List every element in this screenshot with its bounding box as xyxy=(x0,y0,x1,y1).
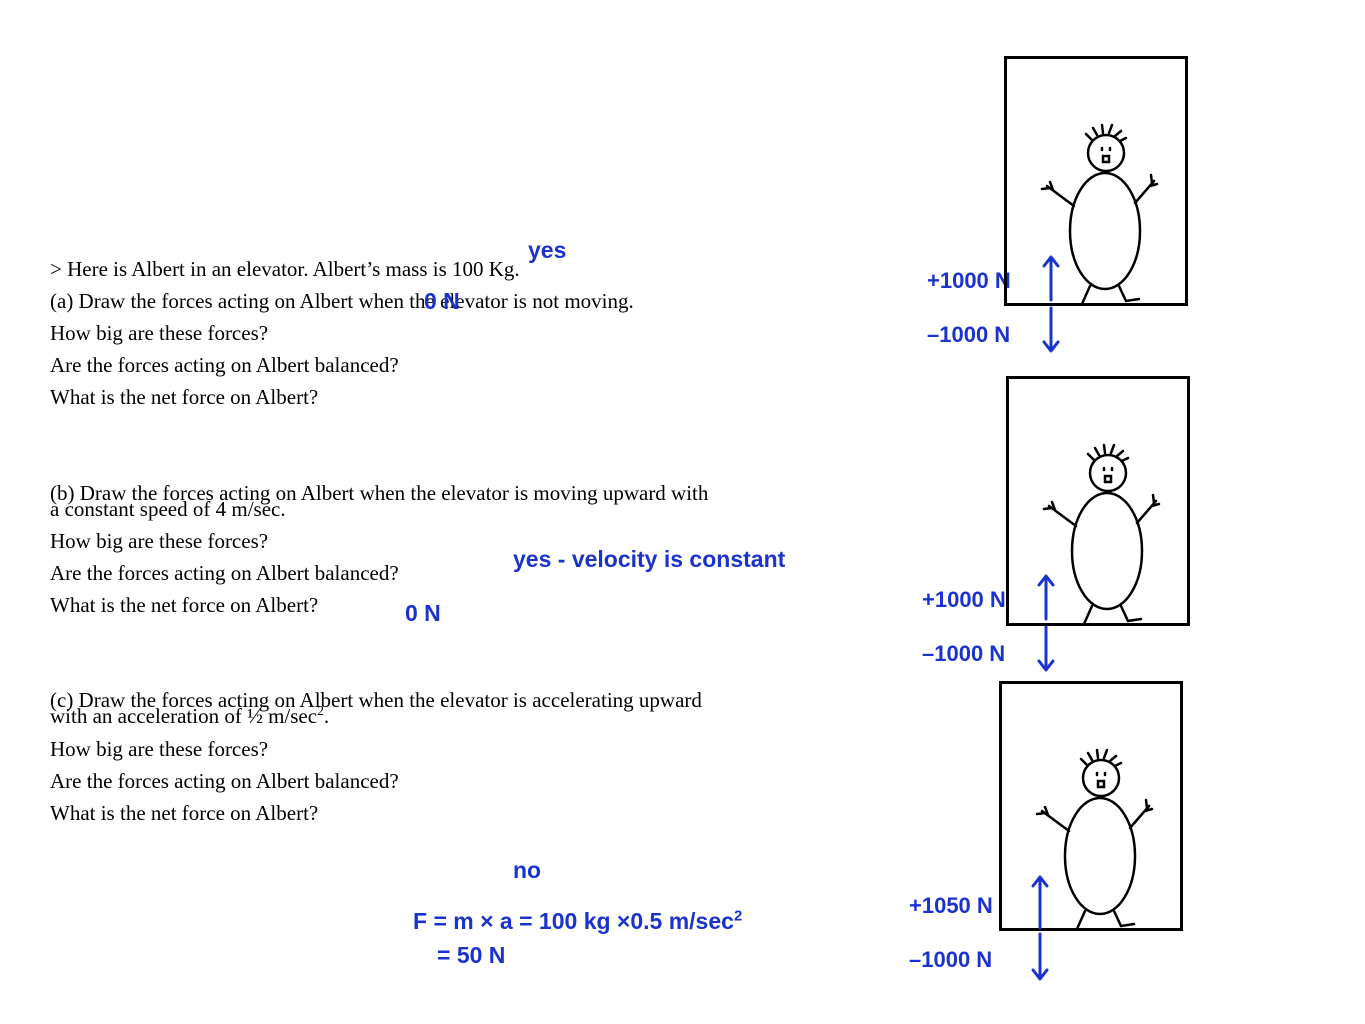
diagram-1-up-force-label: +1000 N xyxy=(927,268,1011,293)
albert-figure xyxy=(1035,748,1154,931)
part-b-question-net: What is the net force on Albert? xyxy=(50,593,319,617)
part-c-accel-period: . xyxy=(323,704,330,728)
diagram-1-down-force-label: –1000 N xyxy=(927,322,1011,347)
diagram-3-force-arrows xyxy=(1031,875,1049,981)
part-a-question-size: How big are these forces? xyxy=(50,321,269,345)
elevator-box xyxy=(1004,56,1188,306)
elevator-diagram-3 xyxy=(999,681,1183,931)
up-force-arrow xyxy=(1042,255,1060,302)
elevator-box xyxy=(1006,376,1190,626)
part-c-question-balanced: Are the forces acting on Albert balanced… xyxy=(50,769,399,793)
part-a-question-net: What is the net force on Albert? xyxy=(50,385,319,409)
diagram-3-up-force-label: +1050 N xyxy=(909,893,993,918)
diagram-3-down-force-label: –1000 N xyxy=(909,947,993,972)
diagram-2-force-arrows xyxy=(1037,574,1055,672)
albert-figure xyxy=(1042,443,1161,626)
down-force-arrow xyxy=(1042,306,1060,353)
part-b-answer-balanced: yes - velocity is constant xyxy=(513,546,786,572)
part-b-question-size: How big are these forces? xyxy=(50,529,269,553)
part-a-intro: > Here is Albert in an elevator. Albert’… xyxy=(50,257,520,281)
diagram-2-up-force-label: +1000 N xyxy=(922,587,1006,612)
up-force-arrow xyxy=(1031,875,1049,930)
part-a-question-balanced: Are the forces acting on Albert balanced… xyxy=(50,353,399,377)
part-a-answer-net: 0 N xyxy=(424,288,460,314)
elevator-box xyxy=(999,681,1183,931)
part-c-formula-result: = 50 N xyxy=(437,942,506,968)
part-c-accel-text: with an acceleration of ½ m/sec xyxy=(50,704,318,728)
part-c-formula-exponent: 2 xyxy=(733,907,743,925)
down-force-arrow xyxy=(1031,932,1049,981)
part-b-question-draw-2: a constant speed of 4 m/sec. xyxy=(50,497,286,521)
part-b-question-balanced: Are the forces acting on Albert balanced… xyxy=(50,561,399,585)
part-c-question-size: How big are these forces? xyxy=(50,737,269,761)
up-force-arrow xyxy=(1037,574,1055,621)
part-a-answer-balanced: yes xyxy=(528,237,567,263)
part-c-accel-exponent: 2 xyxy=(317,703,324,718)
albert-figure xyxy=(1040,123,1159,306)
part-c-question-net: What is the net force on Albert? xyxy=(50,801,319,825)
part-a-question-draw: (a) Draw the forces acting on Albert whe… xyxy=(50,289,634,313)
down-force-arrow xyxy=(1037,625,1055,672)
elevator-diagram-2 xyxy=(1006,376,1190,626)
part-c-formula: F = m × a = 100 kg ×0.5 m/sec2 xyxy=(413,907,743,934)
part-c-formula-text: F = m × a = 100 kg ×0.5 m/sec xyxy=(413,908,734,934)
part-c-question-draw-2: with an acceleration of ½ m/sec2. xyxy=(50,703,330,728)
elevator-diagram-1 xyxy=(1004,56,1188,306)
part-b-answer-net: 0 N xyxy=(405,600,441,626)
part-c-question-draw-1: (c) Draw the forces acting on Albert whe… xyxy=(50,688,702,712)
part-c-answer-balanced: no xyxy=(513,857,542,883)
part-b-question-draw-1: (b) Draw the forces acting on Albert whe… xyxy=(50,481,709,505)
diagram-2-down-force-label: –1000 N xyxy=(922,641,1006,666)
diagram-1-force-arrows xyxy=(1042,255,1060,353)
